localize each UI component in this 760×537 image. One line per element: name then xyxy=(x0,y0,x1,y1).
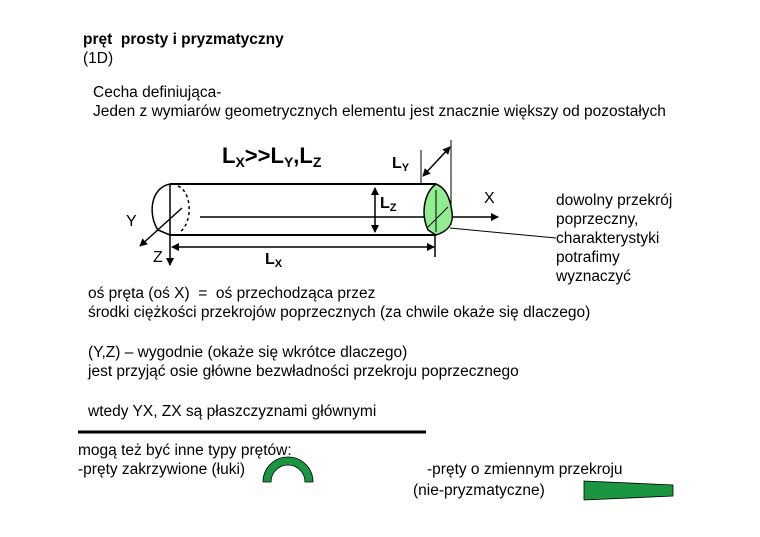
note-line: potrafimy xyxy=(556,249,620,266)
formula: LX>>LY,LZ xyxy=(222,143,322,170)
paragraph: jest przyjąć osie główne bezwładności pr… xyxy=(88,363,519,380)
z-axis-label: Z xyxy=(153,249,163,266)
slide-subtitle: (1D) xyxy=(83,50,114,67)
variable-bars-label: -pręty o zmiennym przekroju xyxy=(427,461,623,478)
note-line: dowolny przekrój xyxy=(556,192,673,209)
cross-section xyxy=(423,183,454,236)
tapered-bar-icon xyxy=(583,480,674,501)
curved-bars-label: -pręty zakrzywione (łuki) xyxy=(78,461,246,478)
paragraph: środki ciężkości przekrojów poprzecznych… xyxy=(88,304,591,321)
lz-label: LZ xyxy=(380,195,397,214)
note-line: charakterystyki xyxy=(556,230,660,247)
note-line: wyznaczyć xyxy=(556,268,631,285)
ly-dimension xyxy=(422,146,451,177)
definition-text: Jeden z wymiarów geometrycznych elementu… xyxy=(93,103,666,120)
paragraph: (Y,Z) – wygodnie (okaże się wkrótce dlac… xyxy=(88,344,408,361)
other-types-intro: mogą też być inne typy prętów: xyxy=(78,442,292,459)
definition-heading: Cecha definiująca- xyxy=(93,84,222,101)
y-axis xyxy=(139,207,183,247)
slide-title: pręt prosty i pryzmatyczny xyxy=(83,31,284,48)
ly-label: LY xyxy=(392,155,410,174)
lx-label: LX xyxy=(265,251,283,270)
note-line: poprzeczny, xyxy=(556,211,639,228)
note-pointer xyxy=(449,227,557,239)
x-axis-label: X xyxy=(484,190,495,207)
paragraph: oś pręta (oś X) = oś przechodząca przez xyxy=(88,285,376,302)
y-axis-label: Y xyxy=(126,213,137,230)
curved-bar-icon xyxy=(262,456,314,483)
variable-bars-note: (nie-pryzmatyczne) xyxy=(413,482,545,499)
paragraph: wtedy YX, ZX są płaszczyznami głównymi xyxy=(88,403,377,420)
